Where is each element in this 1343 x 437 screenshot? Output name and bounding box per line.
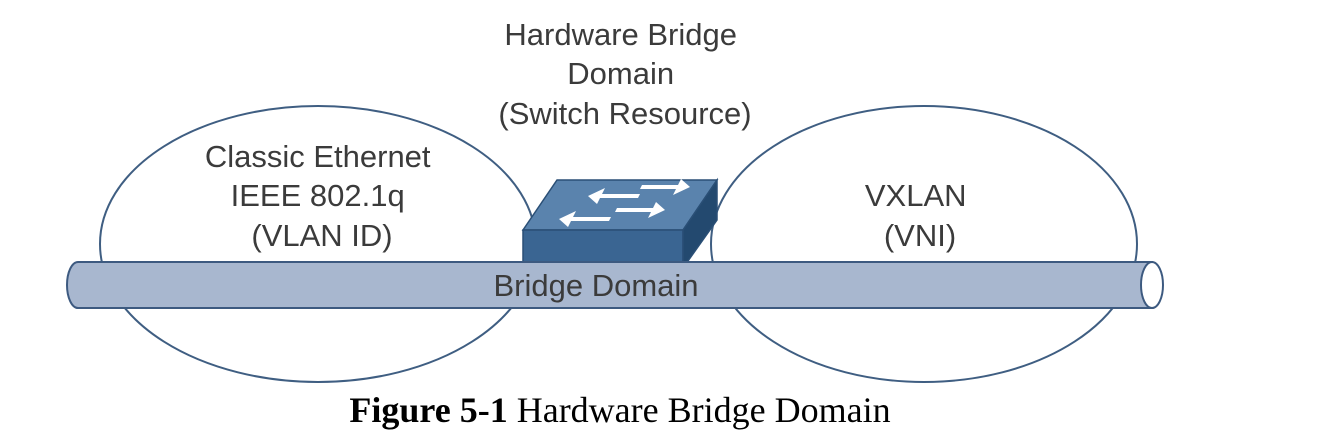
- vxlan-label-line: VXLAN: [865, 178, 967, 213]
- bridge-domain-pipe: [66, 261, 1164, 309]
- classic-ethernet-label: Classic Ethernet IEEE 802.1q (VLAN ID): [205, 139, 439, 253]
- classic-ethernet-label-line: IEEE 802.1q: [231, 178, 405, 213]
- switch-icon: [521, 177, 719, 271]
- classic-ethernet-label-line: Classic Ethernet: [205, 139, 431, 174]
- switch-label: Hardware Bridge Domain (Switch Resource): [498, 17, 751, 131]
- vxlan-label-line: (VNI): [884, 218, 956, 253]
- switch-label-line: Domain: [567, 56, 674, 91]
- switch-arrows-icon: [559, 179, 690, 227]
- switch-label-line: Hardware Bridge: [504, 17, 737, 52]
- figure-title: Hardware Bridge Domain: [516, 390, 891, 430]
- vxlan-domain-ellipse: [710, 105, 1138, 383]
- bridge-domain-label: Bridge Domain: [493, 268, 698, 303]
- vxlan-label: VXLAN (VNI): [865, 178, 975, 253]
- figure-caption: Figure 5-1 Hardware Bridge Domain: [0, 389, 1240, 431]
- switch-label-line: (Switch Resource): [498, 96, 751, 131]
- classic-ethernet-label-line: (VLAN ID): [251, 218, 392, 253]
- figure-number: Figure 5-1: [349, 390, 508, 430]
